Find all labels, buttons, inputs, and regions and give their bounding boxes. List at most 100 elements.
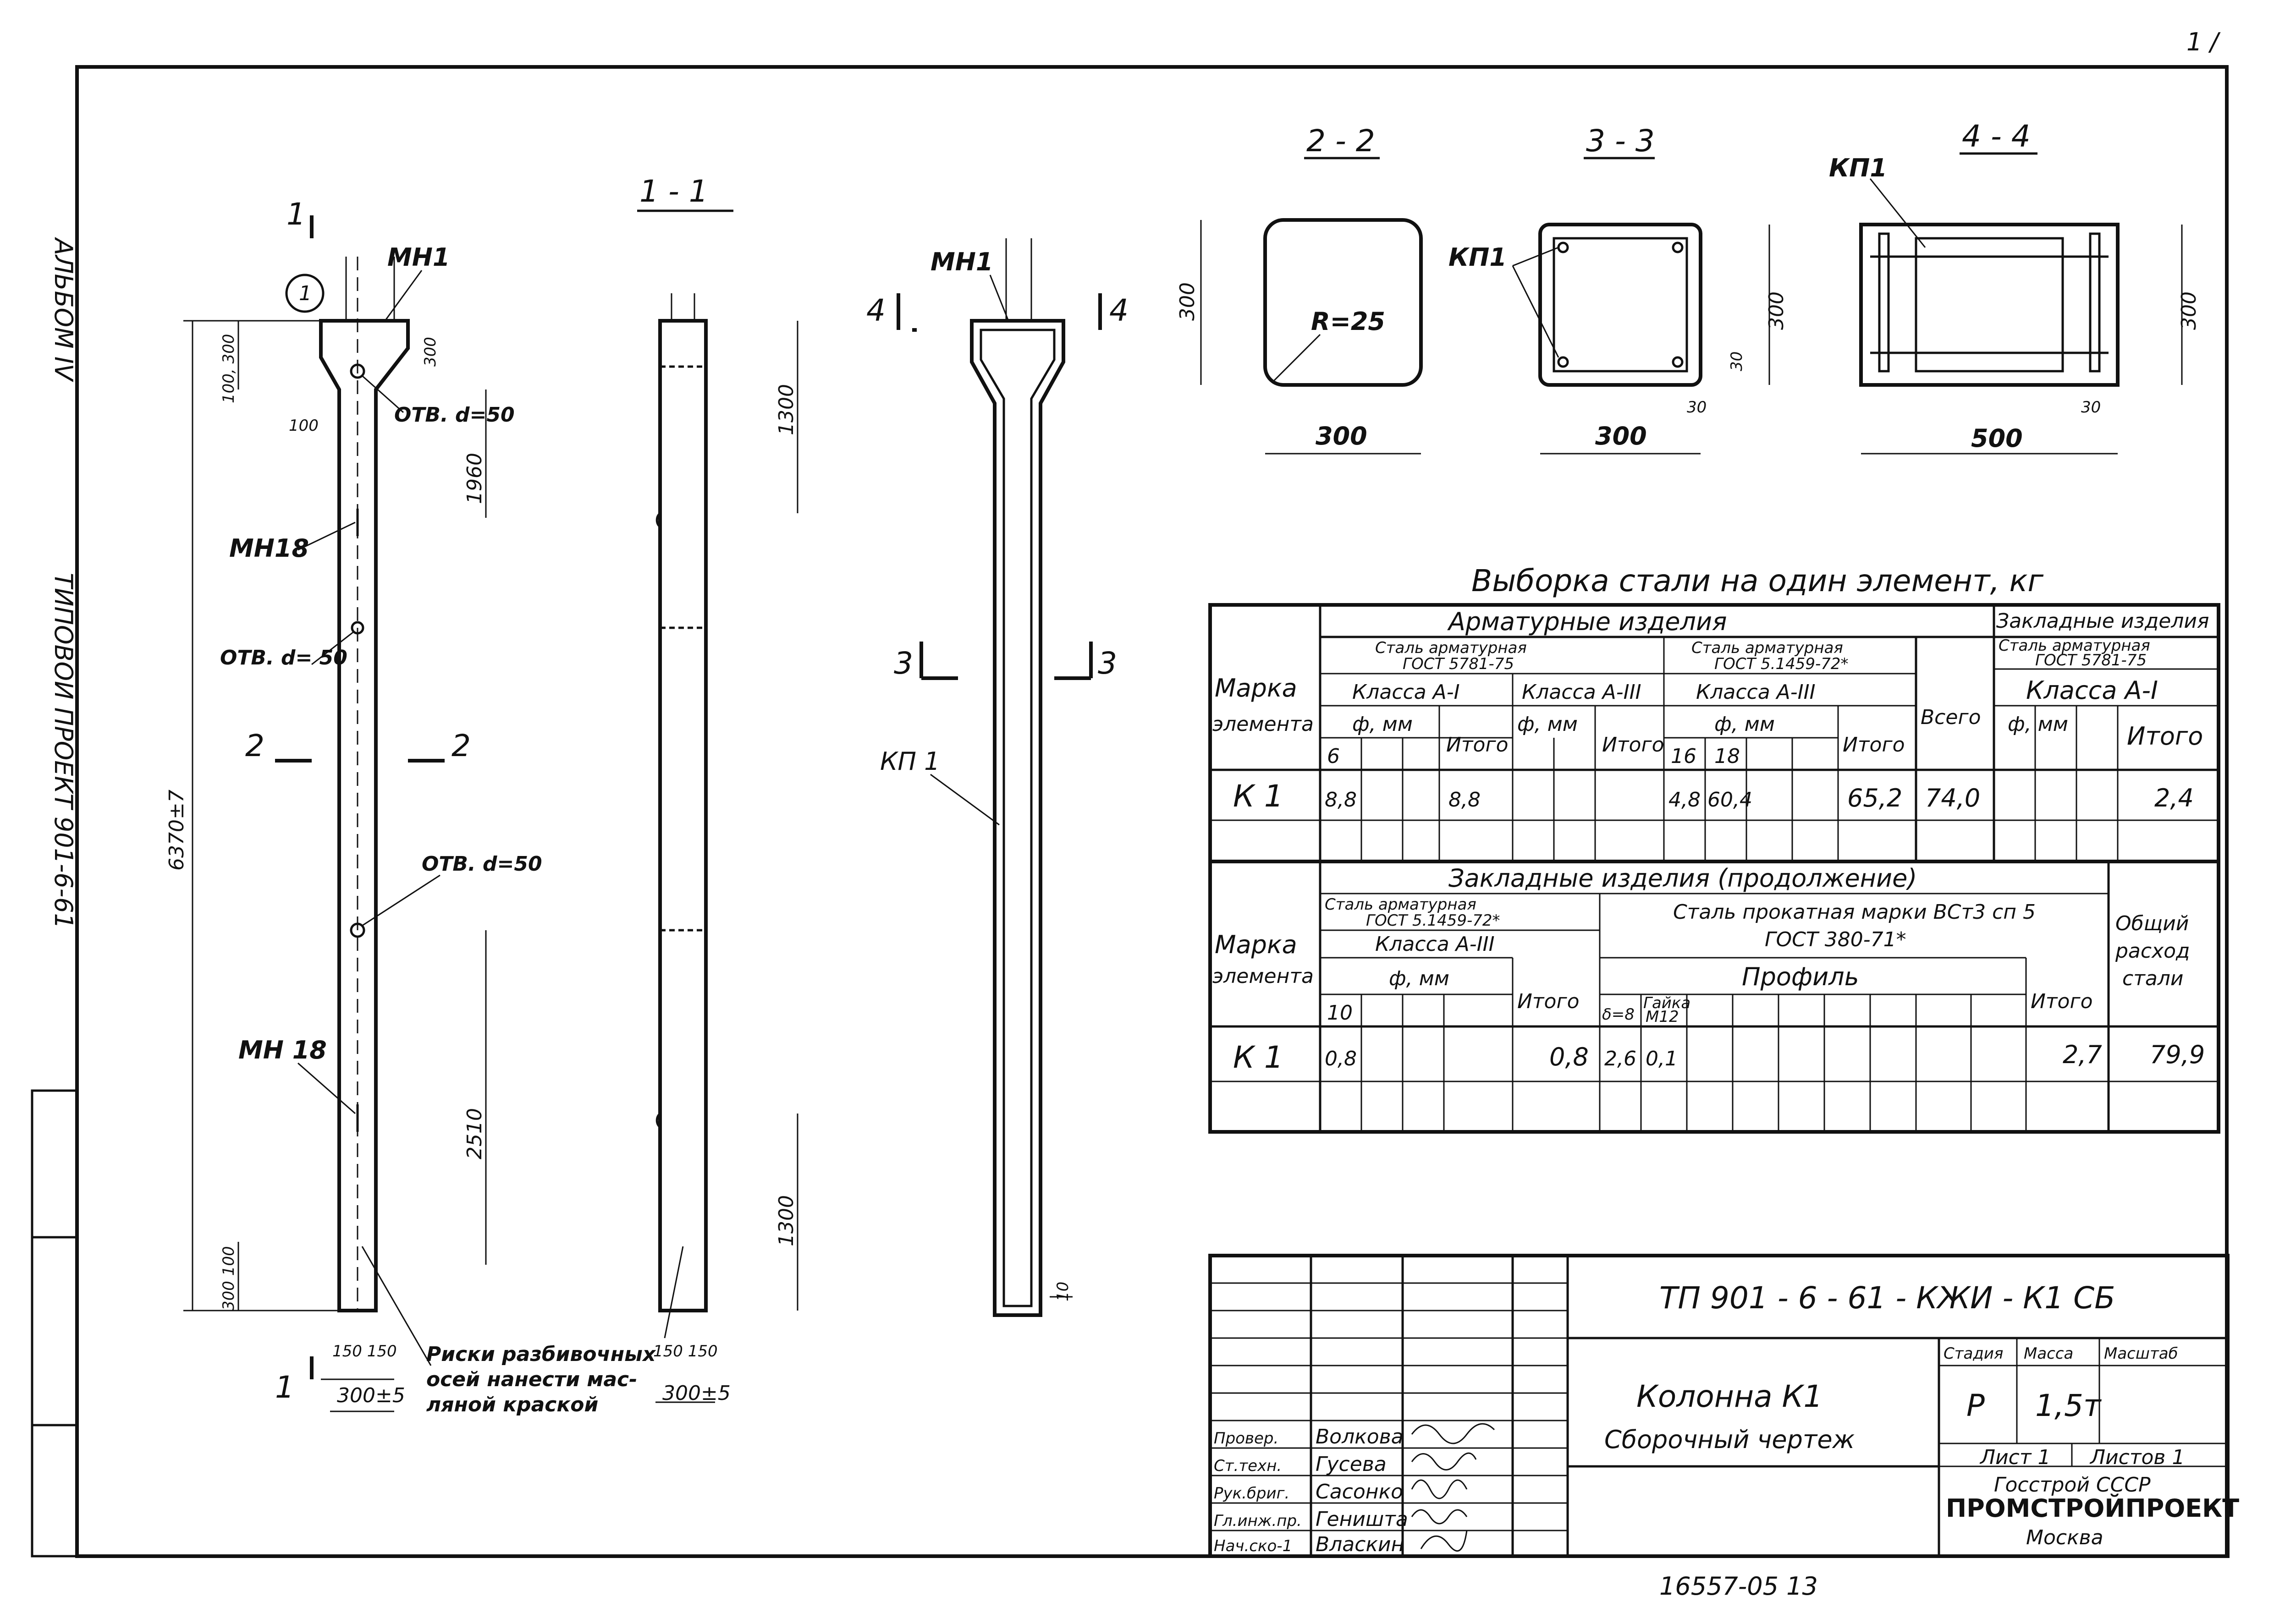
- tb-org-2: ПРОМСТРОЙПРОЕКТ: [1946, 1494, 2239, 1523]
- hole-top-leader: [362, 375, 404, 413]
- mn1-leader-r: [989, 274, 1009, 321]
- tb-stage: Р: [1966, 1388, 1985, 1423]
- t1-class-a3a: Класса А-III: [1522, 680, 1641, 704]
- project-side-mark: ТИПОВОЙ ПРОЕКТ 901-6-61: [49, 573, 78, 929]
- reinforcement-outline-inner: [980, 329, 1056, 1307]
- t1-d6: 6: [1327, 745, 1340, 768]
- signature-1: [1411, 1423, 1495, 1444]
- t2-mark-2: элемента: [1212, 965, 1314, 988]
- section-3-3-kp1-leader: [1512, 247, 1559, 267]
- t2-group: Закладные изделия (продолжение): [1448, 864, 1917, 893]
- note-line-3: ляной краской: [426, 1393, 598, 1416]
- t2-profile: Профиль: [1742, 962, 1859, 991]
- t2-rolled-2: ГОСТ 380-71*: [1765, 928, 1906, 951]
- section-2-2-dim-h-text: 300: [1176, 282, 1199, 321]
- tb-role-2: Ст.техн.: [1214, 1457, 1282, 1475]
- section-4-4-kp1: КП1: [1829, 154, 1887, 182]
- tb-org-1: Госстрой СССР: [1994, 1473, 2151, 1497]
- t2-phi: ф, мм: [1389, 967, 1449, 990]
- t2-rolled-1: Сталь прокатная марки ВСт3 сп 5: [1673, 900, 2036, 924]
- tb-sheet: Лист 1: [1979, 1446, 2050, 1469]
- t2-d10: 10: [1327, 1001, 1353, 1025]
- tb-mass-h: Масса: [2024, 1344, 2073, 1363]
- t1-phi-1: ф, мм: [1352, 713, 1413, 736]
- tb-name-c: Сасонко: [1316, 1480, 1403, 1503]
- section-3-3-cage: [1553, 237, 1688, 373]
- cut-2-label-right: 2: [451, 728, 471, 763]
- album-mark: АЛЬБОМ IV: [49, 237, 78, 383]
- kp1-leader: [930, 774, 1000, 826]
- section-3-3-dim-h-text: 300: [1765, 291, 1788, 330]
- t1-v-tot1: 8,8: [1448, 788, 1481, 812]
- hole-low: [350, 922, 365, 938]
- t2-nut-1: Гайка: [1643, 994, 1690, 1012]
- note-leader: [361, 1246, 432, 1366]
- section-4-4-dim-w-text: 500: [1971, 424, 2023, 453]
- steel-table: Выборка стали на один элемент, кг Армату…: [1208, 563, 2220, 1134]
- section-3-3-dim-30a: 30: [1728, 351, 1746, 371]
- mn18-top-leader: [297, 521, 356, 551]
- mn18-top-label: МН18: [229, 534, 309, 563]
- dim-1960: 1960: [463, 453, 486, 504]
- t1-group-rebar: Арматурные изделия: [1447, 607, 1727, 636]
- t1-total-3: Итого: [1843, 733, 1905, 757]
- dim-150-150: 150 150: [332, 1342, 397, 1361]
- section-2-2-body: [1263, 218, 1423, 387]
- section-2-2-r-leader: [1273, 334, 1321, 381]
- note-line-1: Риски разбивочных: [426, 1343, 656, 1366]
- node-1-circle: [285, 274, 325, 313]
- t2-v-nut: 0,1: [1646, 1047, 1678, 1070]
- t1-mark-2: элемента: [1212, 713, 1314, 736]
- t1-v-emb: 2,4: [2154, 784, 2194, 812]
- section-3-3-bar-4: [1672, 356, 1684, 368]
- section-4-4-kp1-leader: [1869, 178, 1926, 248]
- signature-2: [1411, 1452, 1477, 1470]
- reinf-mn1-label: МН1: [931, 247, 993, 276]
- hole-top-label: ОТВ. d=50: [394, 403, 515, 427]
- node-1-label: 1: [299, 282, 312, 305]
- tb-name-2: Сборочный чертеж: [1604, 1425, 1855, 1454]
- t1-class-a1: Класса А-I: [1352, 680, 1460, 704]
- t1-steel-a1-2: ГОСТ 5781-75: [1403, 655, 1514, 673]
- section-3-3-title: 3 - 3: [1586, 123, 1655, 159]
- t2-delta8: δ=8: [1602, 1005, 1635, 1024]
- tb-mass: 1,5т: [2035, 1388, 2102, 1423]
- t2-nut-2: М12: [1646, 1008, 1679, 1026]
- dim-total: 6370±7: [165, 790, 188, 871]
- section-3-3-dim-30b: 30: [1687, 398, 1707, 417]
- section-1-1-dim-1300-bottom: 1300: [775, 1195, 798, 1246]
- title-block-frame: [1208, 1254, 2230, 1558]
- dim-300-5: 300±5: [337, 1384, 405, 1407]
- t2-overall-1: Общий: [2115, 912, 2189, 935]
- t2-mark-1: Марка: [1215, 930, 1297, 959]
- reinforcement-view: МН1 4 4 3 3 КП 1 10: [866, 238, 1129, 1317]
- hole-mid: [351, 621, 364, 635]
- t1-v-tot3: 65,2: [1847, 784, 1902, 812]
- t1-v-18: 60,4: [1707, 788, 1752, 812]
- t1-v-16: 4,8: [1668, 788, 1701, 812]
- t2-row-mark: К 1: [1233, 1040, 1283, 1075]
- reinf-kp1-label: КП 1: [880, 747, 940, 776]
- section-1-1-dim-150-150: 150 150: [653, 1342, 718, 1361]
- t1-d18: 18: [1714, 745, 1740, 768]
- section-2-2-radius: R=25: [1311, 307, 1385, 336]
- t1-steel-a3-1: Сталь арматурная: [1691, 639, 1843, 657]
- t1-total-all: Всего: [1921, 706, 1981, 729]
- t2-total-2: Итого: [2031, 990, 2093, 1013]
- cut-1-label-top: 1: [286, 197, 306, 232]
- section-3-3-body: [1538, 223, 1702, 387]
- tb-name-e: Власкин: [1316, 1533, 1404, 1556]
- reinf-dim-10: 10: [1054, 1282, 1072, 1301]
- section-4-4-plate-left: [1878, 232, 1890, 373]
- t1-total-4: Итого: [2127, 722, 2203, 751]
- t1-phi-4: ф, мм: [2008, 713, 2068, 736]
- tb-role-5: Нач.ско-1: [1214, 1537, 1292, 1555]
- dim-2510: 2510: [463, 1108, 486, 1159]
- reinforcement-outline-outer: [970, 319, 1065, 1317]
- t1-phi-2: ф, мм: [1517, 713, 1578, 736]
- section-4-4-title: 4 - 4: [1962, 119, 2031, 154]
- section-3-3-bar-2: [1672, 241, 1684, 253]
- section-4-4: 4 - 4 КП1 300 30 500: [1829, 119, 2201, 455]
- cut-2-label-left: 2: [245, 728, 264, 763]
